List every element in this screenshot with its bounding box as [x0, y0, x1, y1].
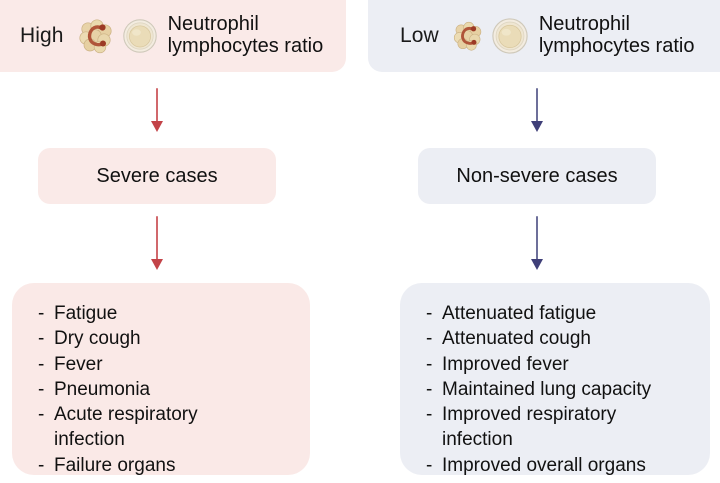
list-item-label: Improved fever [442, 353, 569, 375]
list-item-label: Acute respiratory infection [54, 404, 198, 451]
list-bullet: - [38, 404, 45, 426]
list-item-label: Improved overall organs [442, 454, 646, 476]
ratio-label-right-line1: Neutrophil [538, 13, 630, 36]
list-item: -Improved overall organs [416, 453, 694, 478]
high-ratio-header-panel: High [0, 0, 346, 72]
list-item: -Attenuated cough [416, 326, 694, 351]
list-item-label: Fatigue [54, 303, 118, 324]
list-bullet: - [38, 328, 45, 350]
arrow-low-to-nonsevere [525, 88, 549, 134]
list-item-label: Pneumonia [54, 378, 151, 400]
arrow-nonsevere-to-symptoms [525, 216, 549, 272]
list-item-label: Dry cough [54, 328, 141, 350]
low-ratio-header-panel: Low [368, 0, 720, 72]
list-item: -Pneumonia [28, 377, 294, 402]
high-level-label: High [20, 24, 64, 47]
severe-symptoms-box: -Fatigue -Dry cough -Fever -Pneumonia -A… [12, 283, 310, 478]
list-item: -Improved fever [416, 352, 694, 377]
list-item: -Dry cough [28, 326, 294, 351]
list-item: -Maintained lung capacity [416, 377, 694, 402]
lymphocyte-cell-icon [122, 18, 158, 54]
non-severe-symptoms-list: -Attenuated fatigue -Attenuated cough -I… [416, 301, 694, 478]
severe-cases-box: Severe cases [38, 148, 276, 204]
list-item: -Attenuated fatigue [416, 301, 694, 326]
list-bullet: - [38, 353, 45, 375]
list-bullet: - [426, 328, 433, 350]
ratio-label-left-line1: Neutrophil [167, 13, 259, 36]
list-item: -Failure organs [28, 453, 294, 478]
arrow-high-to-severe [145, 88, 169, 134]
list-bullet: - [38, 454, 45, 476]
arrow-severe-to-symptoms [145, 216, 169, 272]
list-item: -Improved respiratory infection [416, 402, 694, 453]
cell-icon-group-right [451, 17, 529, 55]
neutrophil-cell-icon [76, 16, 116, 56]
list-bullet: - [38, 378, 45, 400]
severe-symptoms-list: -Fatigue -Dry cough -Fever -Pneumonia -A… [28, 301, 294, 478]
list-item: -Fever [28, 352, 294, 377]
ratio-label-left-line2: lymphocytes ratio [167, 35, 324, 57]
ratio-label-left: Neutrophil lymphocytes ratio [168, 14, 324, 57]
list-item-label: Improved respiratory infection [442, 404, 617, 451]
neutrophil-cell-icon [451, 19, 485, 53]
list-bullet: - [426, 454, 433, 476]
list-item-label: Failure organs [54, 454, 176, 476]
ratio-label-right-line2: lymphocytes ratio [538, 35, 695, 57]
list-item-label: Maintained lung capacity [442, 378, 652, 400]
non-severe-symptoms-box: -Attenuated fatigue -Attenuated cough -I… [400, 283, 710, 478]
list-bullet: - [38, 303, 45, 324]
list-item-label: Attenuated fatigue [442, 303, 597, 324]
list-item-label: Attenuated cough [442, 328, 591, 350]
cell-icon-group-left [76, 16, 158, 56]
list-item: -Fatigue [28, 301, 294, 326]
list-item: -Acute respiratory infection [28, 402, 294, 453]
list-bullet: - [426, 303, 433, 324]
list-bullet: - [426, 404, 433, 426]
non-severe-cases-box: Non-severe cases [418, 148, 656, 204]
list-bullet: - [426, 378, 433, 400]
list-item-label: Fever [54, 353, 103, 375]
low-level-label: Low [400, 24, 439, 47]
lymphocyte-cell-icon [491, 17, 529, 55]
non-severe-cases-label: Non-severe cases [456, 164, 618, 187]
severe-cases-label: Severe cases [96, 164, 218, 187]
list-bullet: - [426, 353, 433, 375]
ratio-label-right: Neutrophil lymphocytes ratio [539, 14, 695, 57]
